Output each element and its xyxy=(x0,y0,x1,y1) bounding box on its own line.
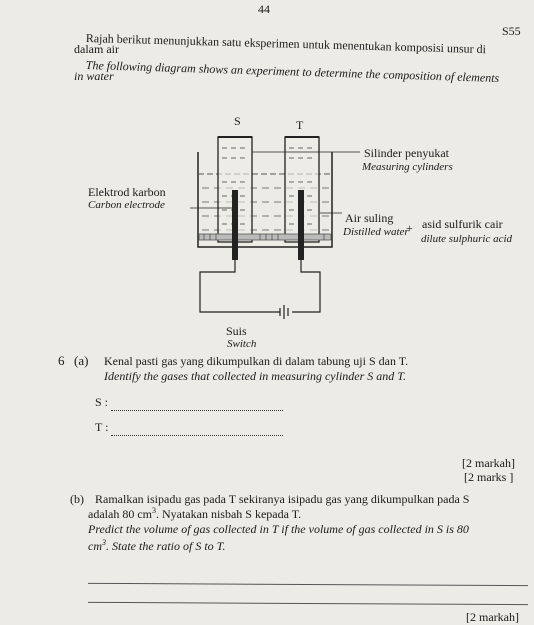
base-stopper xyxy=(198,233,332,241)
marks-a-malay: [2 markah] xyxy=(462,456,515,470)
answer-t-label: T : xyxy=(95,420,109,434)
wire-right xyxy=(292,260,321,313)
answer-line-2[interactable] xyxy=(88,601,528,606)
electrolysis-diagram xyxy=(190,136,360,319)
carbon-electrode-t xyxy=(298,190,304,260)
part-b-english-line1: Predict the volume of gas collected in T… xyxy=(88,522,469,536)
water-label-english: Distilled water xyxy=(343,226,409,238)
carbon-electrode-s xyxy=(232,190,238,260)
cylinder-label-english: Measuring cylinders xyxy=(362,161,453,173)
answer-t-line[interactable] xyxy=(111,420,284,436)
cylinder-s-label: S xyxy=(234,114,241,128)
answer-line-1[interactable] xyxy=(88,582,528,587)
acid-label-english: dilute sulphuric acid xyxy=(421,233,513,245)
electrode-label-malay: Elektrod karbon xyxy=(88,185,166,199)
intro-english-line1: The following diagram shows an experimen… xyxy=(85,58,500,85)
page-code: S55 xyxy=(502,24,521,38)
answer-s-label: S : xyxy=(95,395,109,409)
answer-s-row: S : xyxy=(95,395,284,411)
cylinder-t-label: T xyxy=(296,118,304,132)
marks-b-malay: [2 markah] xyxy=(466,610,519,624)
part-a-english: Identify the gases that collected in mea… xyxy=(104,369,407,383)
part-a-label: (a) xyxy=(74,353,89,368)
intro-malay-line2: dalam air xyxy=(74,42,119,56)
question-number: 6 xyxy=(58,353,65,368)
marks-a-english: [2 marks ] xyxy=(464,470,514,484)
switch-label-english: Switch xyxy=(227,338,257,350)
beaker xyxy=(197,152,333,248)
water-label-malay: Air suling xyxy=(345,211,394,225)
answer-t-row: T : xyxy=(95,420,284,436)
plus-sign: + xyxy=(406,221,413,235)
intro-malay-line1: Rajah berikut menunjukkan satu eksperime… xyxy=(85,31,487,57)
part-a-malay: Kenal pasti gas yang dikumpulkan di dala… xyxy=(104,354,409,368)
intro-english-line2: in water xyxy=(74,69,114,83)
wire-left xyxy=(199,260,280,313)
part-b-label: (b) xyxy=(70,492,84,506)
acid-label-malay: asid sulfurik cair xyxy=(422,217,503,231)
electrode-label-english: Carbon electrode xyxy=(88,199,165,211)
part-b-english-line2: cm3. State the ratio of S to T. xyxy=(88,538,226,554)
part-b-malay-line2: adalah 80 cm3. Nyatakan nisbah S kepada … xyxy=(88,506,302,522)
page-number: 44 xyxy=(258,2,270,16)
answer-s-line[interactable] xyxy=(111,395,284,411)
switch-label-malay: Suis xyxy=(226,324,247,338)
part-b-malay-line1: Ramalkan isipadu gas pada T sekiranya is… xyxy=(95,492,470,506)
cylinder-label-malay: Silinder penyukat xyxy=(364,146,449,160)
